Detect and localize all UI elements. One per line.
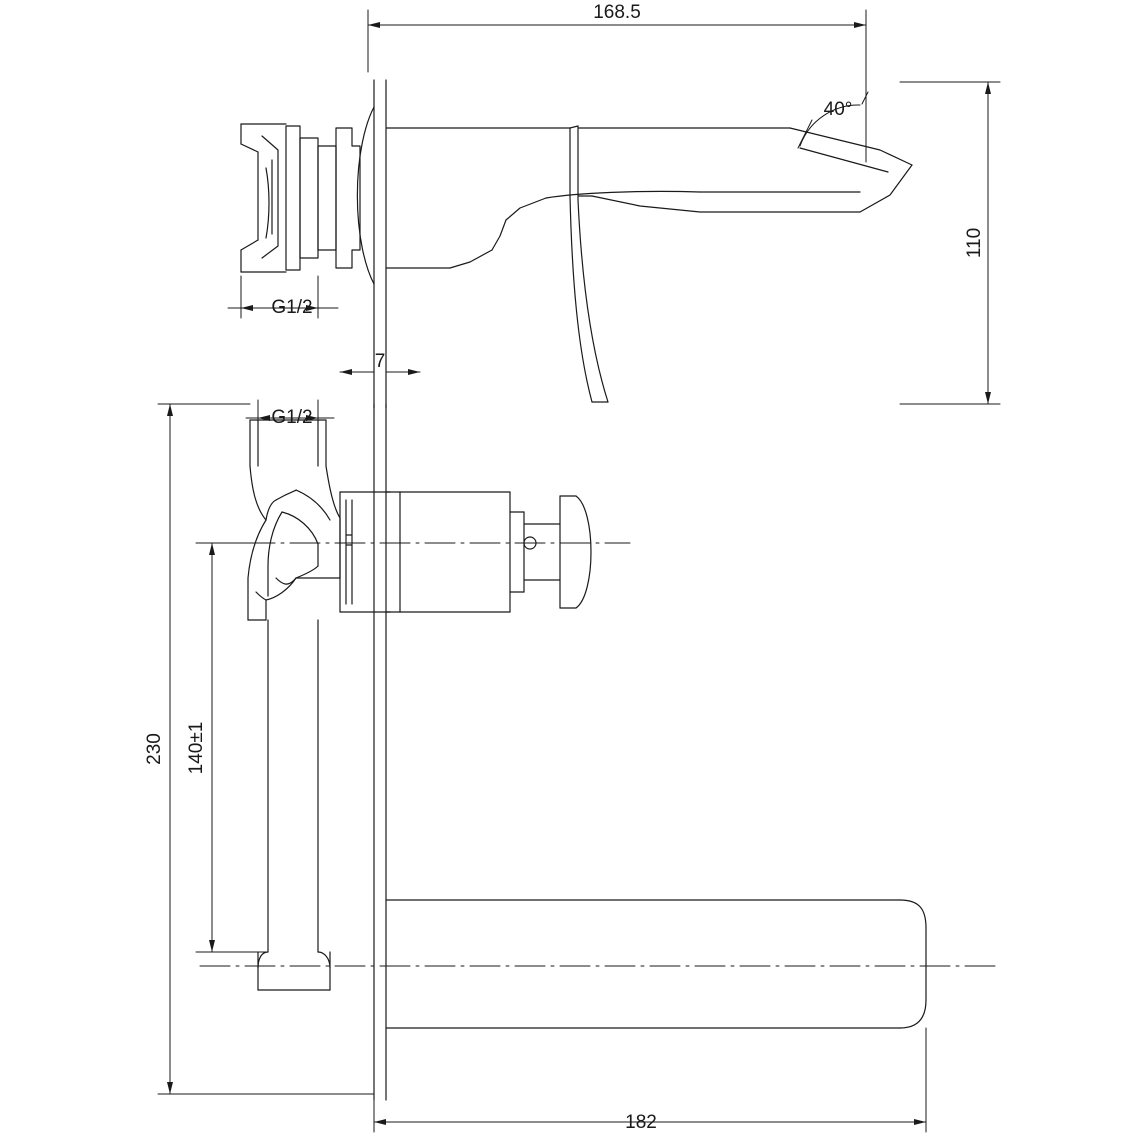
dim-label-7: 7 [375, 351, 386, 372]
dim-168-5 [367, 9, 867, 161]
dim-label-230: 230 [144, 733, 165, 765]
dim-110 [899, 81, 1001, 405]
dim-g12-top [227, 275, 339, 319]
dim-label-168-5: 168.5 [593, 2, 641, 23]
dim-label-40-deg: 40° [824, 99, 853, 120]
dim-label-g12-front: G1/2 [271, 407, 312, 428]
dim-7 [339, 365, 421, 403]
front-view-geometry [247, 403, 927, 1101]
dim-g12-front [245, 399, 335, 441]
centerlines [199, 542, 1001, 967]
dim-label-182: 182 [625, 1112, 657, 1133]
top-view-geometry [240, 79, 913, 409]
dim-label-110: 110 [964, 228, 985, 258]
dim-230 [157, 403, 375, 1095]
dim-label-140: 140±1 [186, 722, 207, 775]
dim-label-g12-top: G1/2 [271, 297, 312, 318]
dim-140 [195, 542, 267, 953]
dim-182 [373, 1027, 927, 1133]
dim-40-deg [797, 91, 869, 163]
